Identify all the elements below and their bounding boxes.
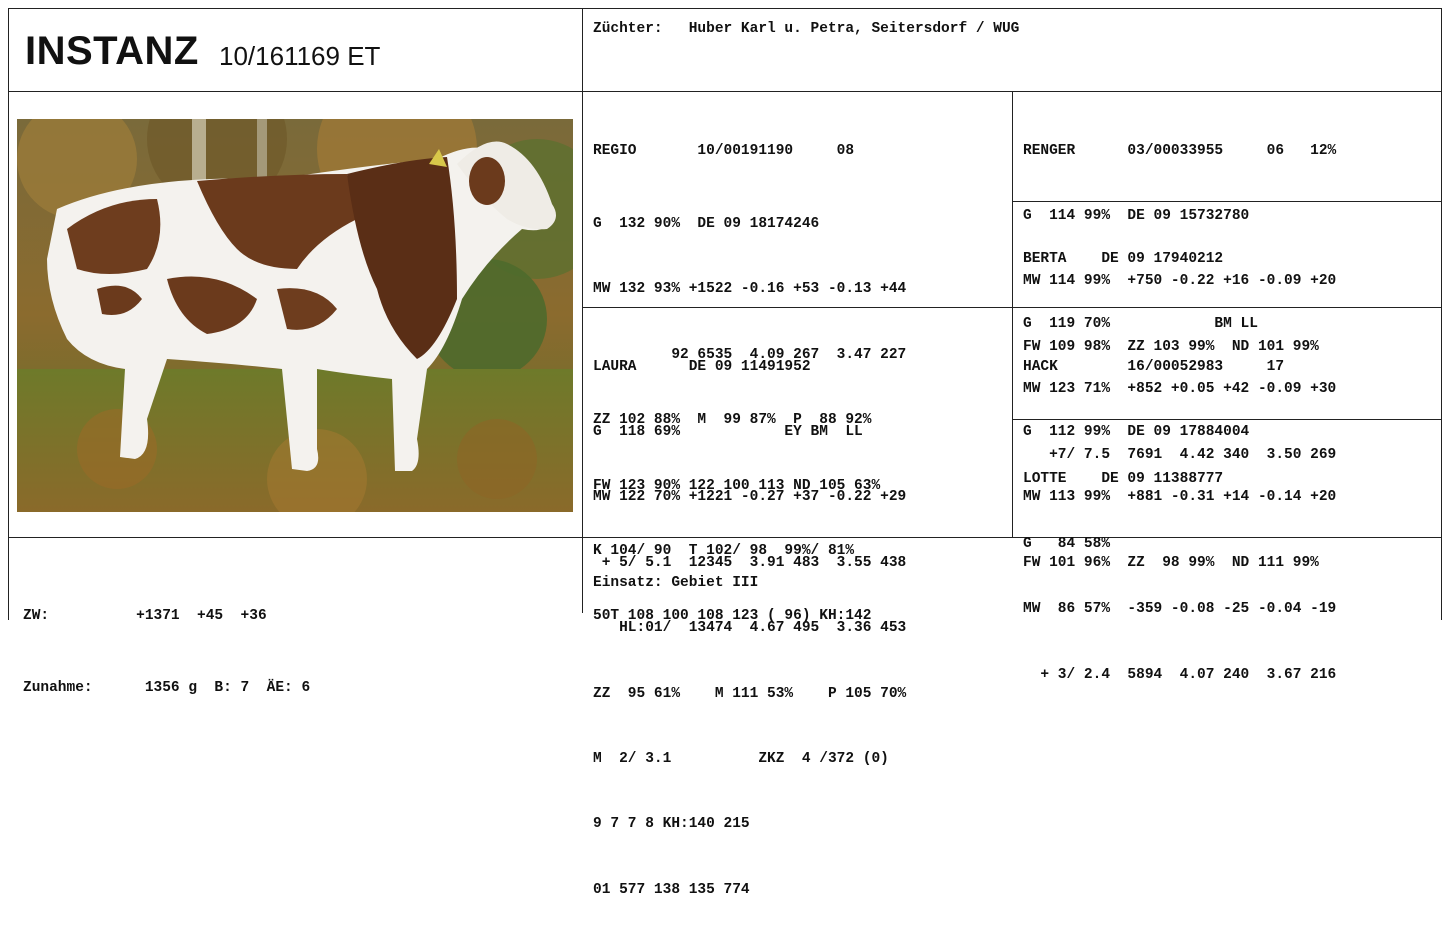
bull-photo-icon	[17, 119, 573, 512]
sire-sire-line: FW 109 98% ZZ 103 99% ND 101 99%	[1023, 338, 1319, 355]
divider-header	[9, 91, 1441, 92]
dam-dam-line: + 3/ 2.4 5894 4.07 240 3.67 216	[1023, 666, 1337, 683]
sire-line: G 132 90% DE 09 18174246	[593, 215, 820, 232]
dam-line: LAURA DE 09 11491952	[593, 358, 811, 375]
divider-gp3	[1012, 419, 1441, 420]
sire-line: FW 123 90% 122 100 113 ND 105 63%	[593, 477, 881, 494]
animal-name: INSTANZ	[25, 29, 199, 73]
dam-line: M 2/ 3.1 ZKZ 4 /372 (0)	[593, 750, 889, 767]
divider-vertical-grandparents	[1012, 91, 1013, 537]
sire-dam-line: BERTA DE 09 17940212	[1023, 250, 1224, 267]
sire-sire-line: MW 114 99% +750 -0.22 +16 -0.09 +20	[1023, 273, 1337, 290]
animal-id: 10/161169 ET	[219, 41, 381, 71]
sire-line: ZZ 102 88% M 99 87% P 88 92%	[593, 412, 872, 429]
footer-stats: ZW: +1371 +45 +36 Zunahme: 1356 g B: 7 Ä…	[23, 556, 310, 748]
dam-line: G 118 69% EY BM LL	[593, 423, 863, 440]
dam-dam-line: MW 86 57% -359 -0.08 -25 -0.04 -19	[1023, 601, 1337, 618]
dam-line: MW 122 70% +1221 -0.27 +37 -0.22 +29	[593, 489, 907, 506]
divider-vertical-main	[582, 9, 583, 613]
divider-gp2	[1012, 307, 1441, 308]
zw-line: ZW: +1371 +45 +36	[23, 608, 267, 624]
dam-line: 9 7 7 8 KH:140 215	[593, 816, 750, 833]
dam-sire-line: HACK 16/00052983 17	[1023, 358, 1285, 375]
bull-photo	[17, 119, 573, 512]
dam-dam-line: LOTTE DE 09 11388777	[1023, 470, 1224, 487]
dam-sire-line: G 112 99% DE 09 17884004	[1023, 423, 1250, 440]
sire-line: K 104/ 90 T 102/ 98 99%/ 81%	[593, 542, 855, 559]
sire-dam-line: G 119 70% BM LL	[1023, 315, 1258, 332]
dam-dam-block: LOTTE DE 09 11388777 G 84 58% MW 86 57% …	[1023, 425, 1336, 730]
einsatz-line: Einsatz: Gebiet III	[593, 575, 759, 591]
dam-line: 01 577 138 135 774	[593, 881, 750, 898]
dam-line: ZZ 95 61% M 111 53% P 105 70%	[593, 685, 907, 702]
sire-sire-line: G 114 99% DE 09 15732780	[1023, 207, 1250, 224]
zunahme-line: Zunahme: 1356 g B: 7 ÄE: 6	[23, 680, 311, 696]
sire-dam-line: MW 123 71% +852 +0.05 +42 -0.09 +30	[1023, 381, 1337, 398]
sire-dam-line: +7/ 7.5 7691 4.42 340 3.50 269	[1023, 446, 1337, 463]
dam-line: HL:01/ 13474 4.67 495 3.36 453	[593, 620, 907, 637]
dam-sire-line: FW 101 96% ZZ 98 99% ND 111 99%	[1023, 554, 1319, 571]
divider-gp1	[1012, 201, 1441, 202]
dam-sire-line: MW 113 99% +881 -0.31 +14 -0.14 +20	[1023, 489, 1337, 506]
sire-line: MW 132 93% +1522 -0.16 +53 -0.13 +44	[593, 281, 907, 298]
divider-footer	[9, 537, 1441, 538]
sire-line: REGIO 10/00191190 08	[593, 142, 855, 159]
dam-block: LAURA DE 09 11491952 G 118 69% EY BM LL …	[593, 313, 906, 945]
dam-line: + 5/ 5.1 12345 3.91 483 3.55 438	[593, 554, 907, 571]
sire-sire-block: RENGER 03/00033955 06 12% G 114 99% DE 0…	[1023, 97, 1336, 402]
sire-sire-line: RENGER 03/00033955 06 12%	[1023, 142, 1337, 159]
dam-dam-line: G 84 58%	[1023, 535, 1111, 552]
pedigree-card: INSTANZ 10/161169 ET Züchter: Huber Karl…	[8, 8, 1442, 898]
sire-line: 92 6535 4.09 267 3.47 227	[593, 346, 907, 363]
sire-dam-block: BERTA DE 09 17940212 G 119 70% BM LL MW …	[1023, 205, 1336, 510]
breeder-line: Züchter: Huber Karl u. Petra, Seitersdor…	[593, 21, 1020, 37]
sire-block: REGIO 10/00191190 08 G 132 90% DE 09 181…	[593, 97, 906, 672]
dam-sire-block: HACK 16/00052983 17 G 112 99% DE 09 1788…	[1023, 313, 1336, 618]
divider-sire-dam	[582, 307, 1012, 308]
